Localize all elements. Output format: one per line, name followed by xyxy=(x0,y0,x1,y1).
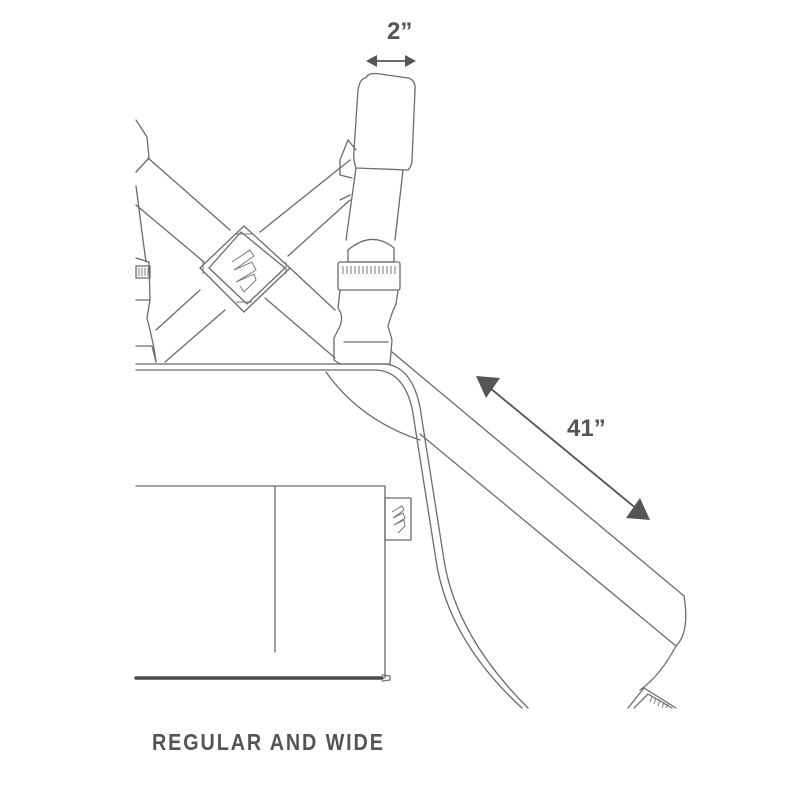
pocket-panel xyxy=(134,485,391,682)
dimension-width-label: 2” xyxy=(387,18,412,45)
waist-belt xyxy=(135,363,529,709)
tag-logo-icon xyxy=(391,505,406,534)
logo-icon xyxy=(231,249,257,293)
vertical-strap xyxy=(339,72,416,241)
cross-straps xyxy=(135,157,351,363)
body-outline-left xyxy=(135,119,157,363)
caption: REGULAR AND WIDE xyxy=(152,729,385,755)
dimension-length-label: 41” xyxy=(567,415,606,442)
junction-patch xyxy=(199,225,291,313)
left-buckle xyxy=(135,265,151,279)
dimension-length: 41” xyxy=(476,376,650,520)
dimension-width: 2” xyxy=(366,18,416,67)
strap-adjuster xyxy=(627,687,677,709)
logo-tag xyxy=(384,497,412,541)
buckle-ridges xyxy=(342,266,396,274)
side-release-buckle xyxy=(333,238,401,365)
long-strap xyxy=(391,351,687,691)
